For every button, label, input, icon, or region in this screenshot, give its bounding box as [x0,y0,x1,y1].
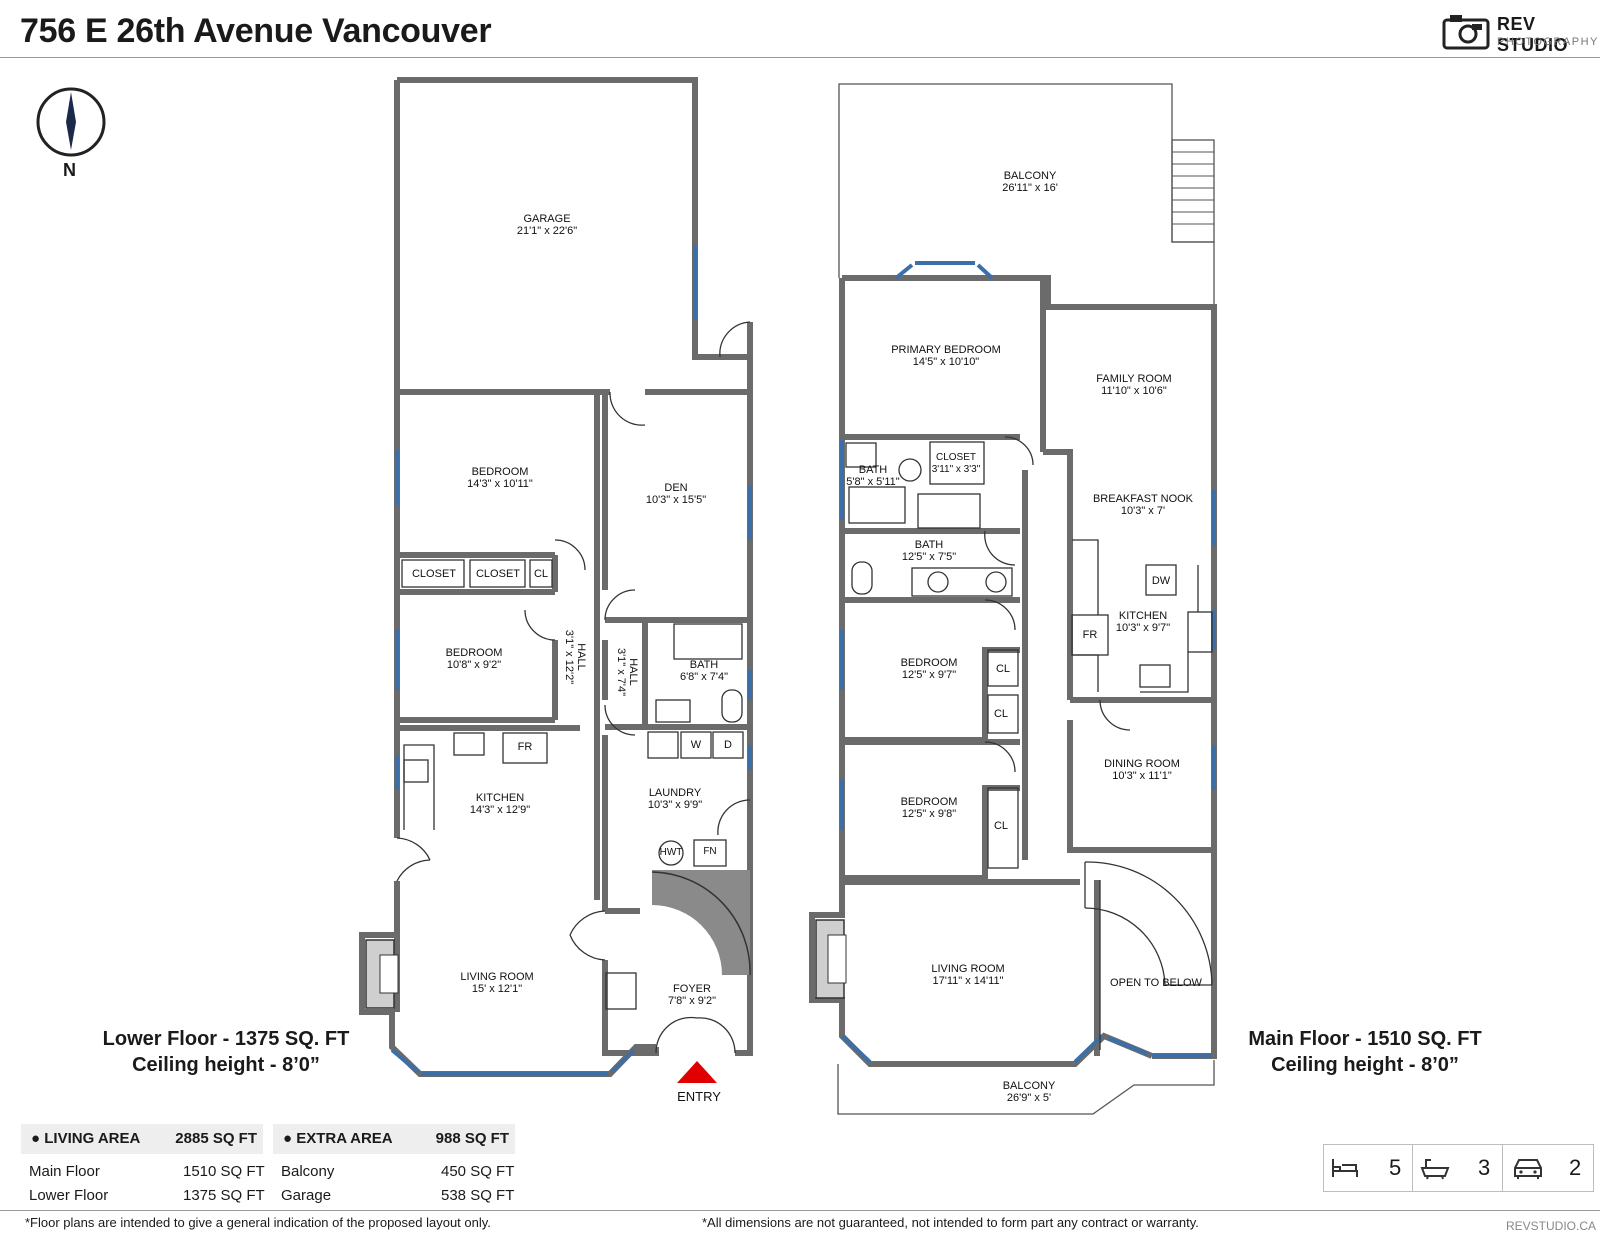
extra-area-row-value: 450 SQ FT [441,1163,515,1180]
room-label-open-to-below: OPEN TO BELOW [1110,977,1202,989]
compass-icon [36,87,106,157]
parking-count: 2 [1569,1155,1582,1180]
room-label-closet-lower-2: CLOSET [475,568,521,580]
logo-name: REV STUDIO [1497,14,1569,55]
lower-stair [652,870,750,975]
room-label-cl-main-2: CL [993,708,1009,720]
living-area-row-value: 1510 SQ FT [183,1163,265,1180]
lower-floor-doors [396,321,751,1054]
parking-stat: 2 [1502,1145,1593,1191]
bed-icon [1332,1159,1358,1177]
bathtub-icon [1420,1159,1450,1180]
entry-arrow-icon [677,1061,717,1083]
room-label-cl-lower: CL [533,568,549,580]
room-label-closet-lower-1: CLOSET [411,568,457,580]
room-label-cl-main-3: CL [993,820,1009,832]
main-floor-walls [809,275,1217,1067]
lower-floor-fixtures [401,559,744,1010]
room-label-dishwasher: DW [1151,575,1171,587]
room-label-hot-water-tank: HWT [659,847,683,858]
entry-label: ENTRY [677,1089,721,1104]
bath-stat: 3 [1412,1145,1503,1191]
room-label-cl-main-1: CL [995,663,1011,675]
main-floor-balconies [837,83,1215,1115]
property-stats: 5 3 2 [1323,1144,1594,1192]
page-title: 756 E 26th Avenue Vancouver [20,12,492,50]
main-floor-fixtures [845,441,1213,1050]
footer-divider [0,1210,1600,1211]
header-divider [0,57,1600,58]
compass-north-label: N [63,160,76,180]
lower-floor-windows [390,245,752,1076]
main-floor-windows [840,261,1216,1064]
bedroom-count: 5 [1389,1155,1402,1180]
disclaimer-right: *All dimensions are not guaranteed, not … [702,1215,1199,1230]
website-link[interactable]: REVSTUDIO.CA [1506,1219,1597,1233]
room-label-fridge-main: FR [1082,629,1098,641]
room-label-furnace: FN [703,846,717,857]
camera-logo-icon [1442,15,1490,50]
logo-tagline: PHOTOGRAPHY [1497,36,1599,48]
living-area-header: ● LIVING AREA 2885 SQ FT [21,1124,263,1154]
bathroom-count: 3 [1478,1155,1491,1180]
extra-area-row-label: Garage [281,1187,332,1204]
extra-area-row-value: 538 SQ FT [441,1187,515,1204]
room-label-dryer: D [724,739,732,751]
car-icon [1514,1159,1542,1179]
room-label-fridge-lower: FR [517,741,533,753]
disclaimer-left: *Floor plans are intended to give a gene… [25,1215,491,1230]
main-floor-doors [984,436,1131,773]
extra-area-header: ● EXTRA AREA 988 SQ FT [273,1124,515,1154]
living-area-row-value: 1375 SQ FT [183,1187,265,1204]
living-area-row-label: Lower Floor [29,1187,109,1204]
main-stair [1084,861,1213,986]
balcony-stair-treads [1172,151,1214,225]
extra-area-row-label: Balcony [281,1163,335,1180]
living-area-row-label: Main Floor [29,1163,100,1180]
room-label-washer: W [690,739,702,751]
